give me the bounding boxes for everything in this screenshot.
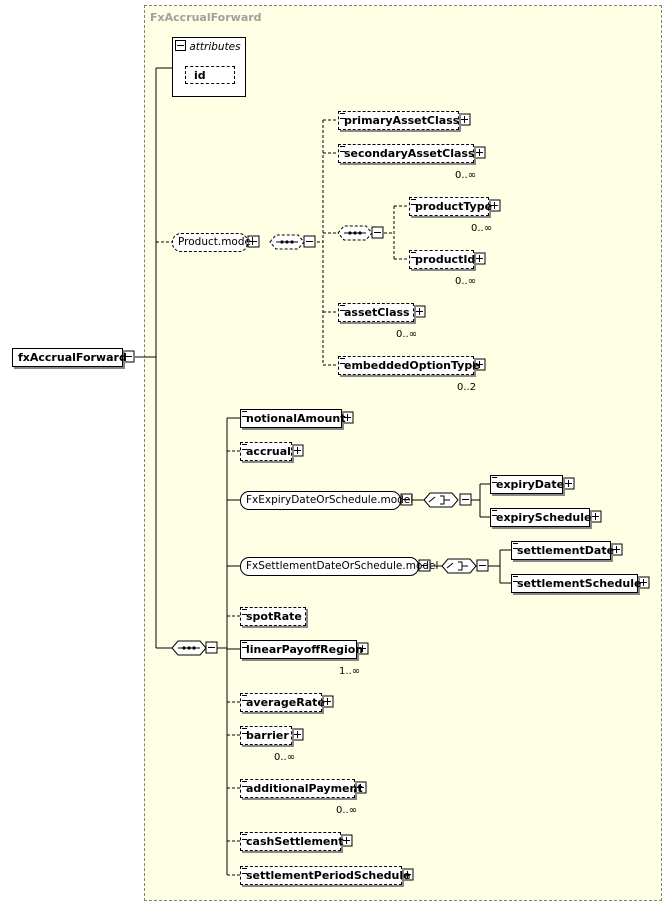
documentation-lines-icon (492, 477, 497, 483)
documentation-lines-icon (411, 252, 416, 258)
expiry-model-group[interactable]: FxExpiryDateOrSchedule.model (240, 491, 413, 510)
element-asset-class[interactable]: assetClass (338, 303, 414, 322)
documentation-lines-icon (340, 305, 345, 311)
plus-box-icon (291, 113, 650, 881)
documentation-lines-icon (242, 411, 247, 417)
element-notional-amount[interactable]: notionalAmount (240, 409, 345, 428)
choice-compositor-icon (423, 492, 459, 508)
root-element[interactable]: fxAccrualForward (12, 348, 127, 367)
documentation-lines-icon (242, 868, 247, 874)
occurs-linear-payoff-region: 1..∞ (339, 666, 361, 677)
element-cash-settlement[interactable]: cashSettlement (240, 832, 343, 851)
documentation-lines-icon (513, 576, 518, 582)
occurs-product-id: 0..∞ (455, 276, 477, 287)
minus-box-icon (122, 226, 489, 654)
documentation-lines-icon (242, 444, 247, 450)
documentation-lines-icon (242, 834, 247, 840)
element-primary-asset-class[interactable]: primaryAssetClass (338, 111, 459, 130)
occurs-barrier: 0..∞ (274, 752, 296, 763)
occurs-additional-payment: 0..∞ (336, 805, 358, 816)
product-model-group[interactable]: Product.model (172, 233, 254, 252)
documentation-lines-icon (242, 642, 247, 648)
element-average-rate[interactable]: averageRate (240, 693, 325, 712)
attribute-id[interactable]: id (185, 66, 235, 84)
sequence-compositor-icon (171, 640, 207, 656)
occurs-product-type: 0..∞ (471, 223, 493, 234)
documentation-lines-icon (242, 695, 247, 701)
element-accrual[interactable]: accrual (240, 442, 292, 461)
occurs-asset-class: 0..∞ (396, 329, 418, 340)
element-expiry-date[interactable]: expiryDate (490, 475, 564, 494)
documentation-lines-icon (492, 510, 497, 516)
documentation-lines-icon (513, 543, 518, 549)
element-settlement-period-schedule[interactable]: settlementPeriodSchedule (240, 866, 411, 885)
root-element-label: fxAccrualForward (18, 351, 127, 364)
documentation-lines-icon (340, 113, 345, 119)
element-barrier[interactable]: barrier (240, 726, 292, 745)
documentation-lines-icon (242, 609, 247, 615)
attributes-box: attributes id (172, 37, 246, 97)
choice-compositor-icon (441, 558, 477, 574)
group-title: FxAccrualForward (150, 11, 262, 24)
element-secondary-asset-class[interactable]: secondaryAssetClass (338, 144, 475, 163)
element-additional-payment[interactable]: additionalPayment (240, 779, 363, 798)
sequence-compositor-icon (337, 225, 373, 241)
element-settlement-schedule[interactable]: settlementSchedule (511, 574, 641, 593)
documentation-lines-icon (340, 358, 345, 364)
minus-box-icon (175, 40, 186, 51)
element-product-type[interactable]: productType (409, 197, 492, 216)
element-linear-payoff-region[interactable]: linearPayoffRegion (240, 640, 363, 659)
documentation-lines-icon (242, 728, 247, 734)
occurs-secondary-asset-class: 0..∞ (455, 170, 477, 181)
occurs-embedded-option-type: 0..2 (457, 382, 477, 393)
element-expiry-schedule[interactable]: expirySchedule (490, 508, 591, 527)
element-product-id[interactable]: productId (409, 250, 475, 269)
documentation-lines-icon (411, 199, 416, 205)
element-spot-rate[interactable]: spotRate (240, 607, 306, 626)
attributes-header: attributes (175, 40, 241, 53)
element-embedded-option-type[interactable]: embeddedOptionType (338, 356, 480, 375)
sequence-compositor-icon (269, 234, 305, 250)
documentation-lines-icon (340, 146, 345, 152)
settlement-model-group[interactable]: FxSettlementDateOrSchedule.model (240, 557, 438, 576)
element-settlement-date[interactable]: settlementDate (511, 541, 614, 560)
documentation-lines-icon (242, 781, 247, 787)
